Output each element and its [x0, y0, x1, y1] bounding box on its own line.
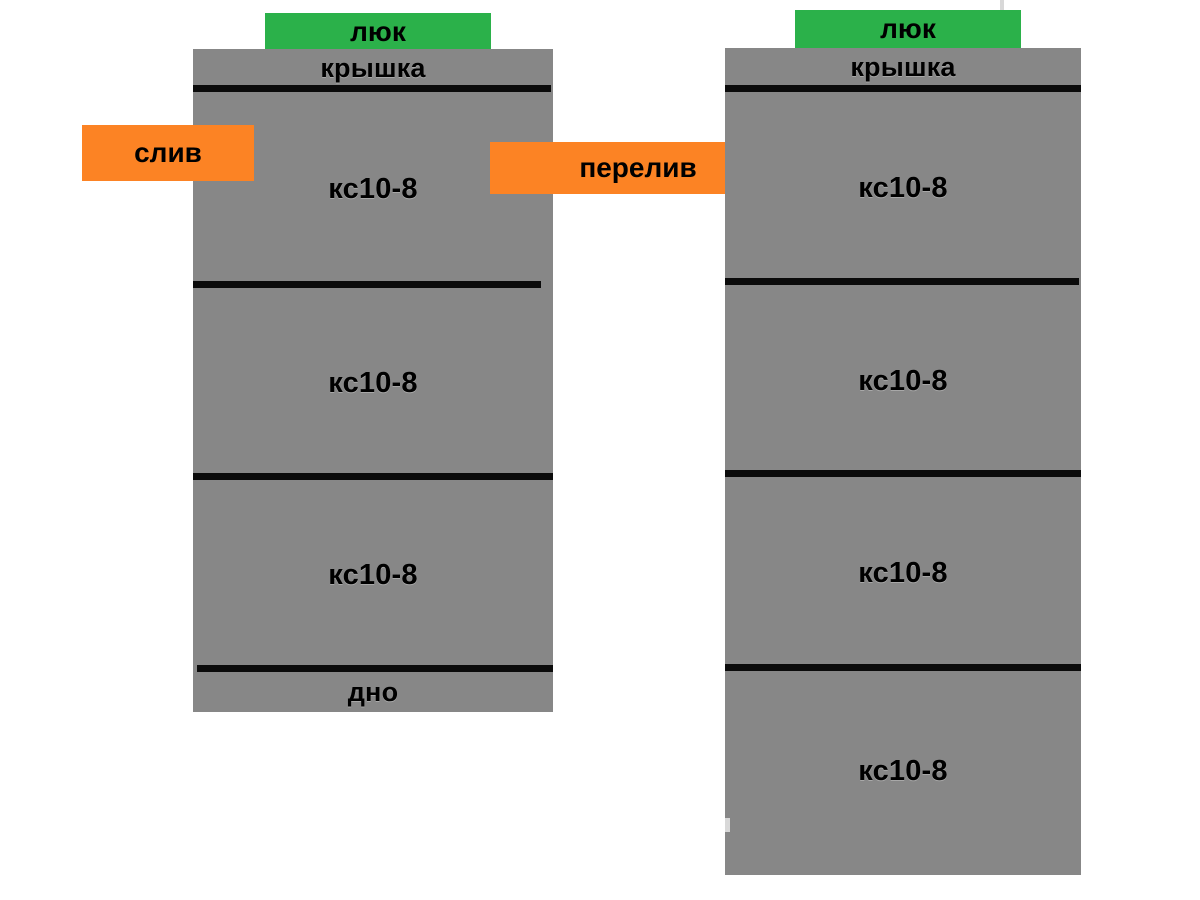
right-tank-edge-artifact [725, 818, 730, 832]
left-tank-seam-4 [197, 665, 553, 672]
right-tank-section-ring-4: кс10-8 [725, 674, 1081, 868]
right-tank-section-ring-1-label: кс10-8 [858, 171, 948, 204]
left-tank-seam-2 [193, 281, 541, 288]
right-tank-section-ring-1: кс10-8 [725, 94, 1081, 282]
right-tank-seam-2 [725, 278, 1079, 285]
left-tank-seam-3 [193, 473, 553, 480]
left-tank-seam-1 [193, 85, 551, 92]
left-tank-section-ring-2: кс10-8 [193, 291, 553, 476]
right-tank-section-ring-4-label: кс10-8 [858, 754, 948, 787]
right-tank-hatch: люк [795, 10, 1021, 48]
right-tank-section-ring-3-label: кс10-8 [858, 556, 948, 589]
overflow-pipe-label: перелив [579, 152, 697, 183]
right-tank-section-ring-2-label: кс10-8 [858, 364, 948, 397]
top-right-edge-artifact [1000, 0, 1004, 10]
right-tank-section-lid: крышка [725, 48, 1081, 87]
left-tank-section-lid-label: крышка [320, 53, 426, 83]
inlet-pipe-label: слив [134, 137, 202, 168]
left-tank-section-ring-3-label: кс10-8 [328, 559, 418, 591]
left-tank-section-ring-1-label: кс10-8 [328, 173, 418, 205]
left-tank-section-bottom-label: дно [347, 677, 399, 707]
left-tank-section-ring-1: кс10-8 [193, 95, 553, 284]
right-tank-section-ring-2: кс10-8 [725, 288, 1081, 474]
right-tank-body: крышка кс10-8 кс10-8 кс10-8 кс10-8 [725, 48, 1081, 875]
left-tank-section-lid: крышка [193, 49, 553, 88]
right-tank-seam-4 [725, 664, 1081, 671]
right-tank-seam-1 [725, 85, 1081, 92]
inlet-pipe: слив [82, 125, 254, 181]
right-tank-seam-3 [725, 470, 1081, 477]
right-tank-section-ring-3: кс10-8 [725, 480, 1081, 666]
left-tank-hatch-label: люк [350, 15, 406, 47]
left-tank-section-ring-3: кс10-8 [193, 483, 553, 668]
left-tank-section-bottom: дно [193, 673, 553, 712]
left-tank-hatch: люк [265, 13, 491, 50]
right-tank-hatch-label: люк [880, 13, 936, 44]
right-tank-section-lid-label: крышка [850, 52, 956, 82]
left-tank-section-ring-2-label: кс10-8 [328, 367, 418, 399]
